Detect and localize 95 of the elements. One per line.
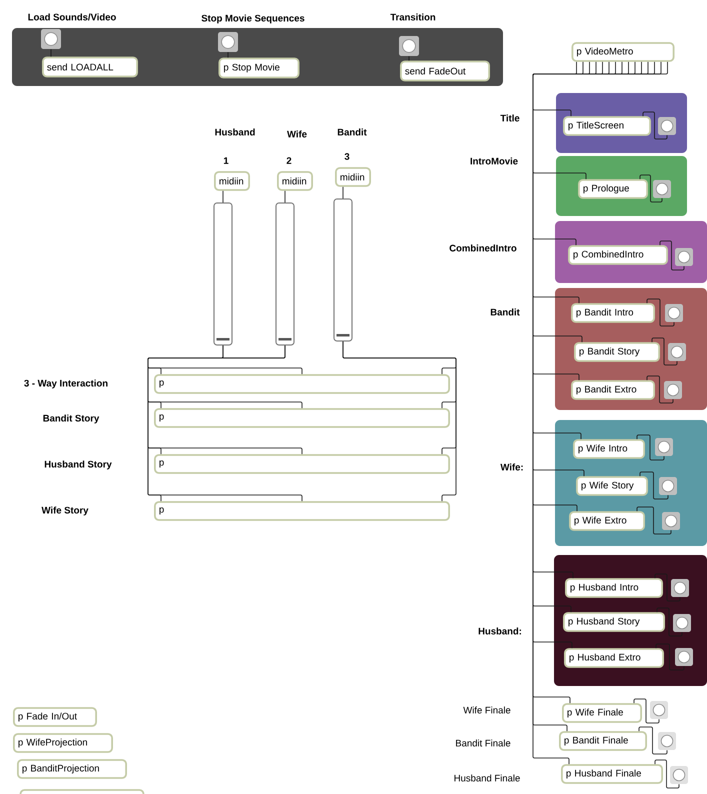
section-label: Bandit [490, 308, 520, 316]
object-box: p Husband Story [563, 612, 665, 632]
patch-cord [222, 190, 224, 203]
section-label: Husband [215, 128, 255, 136]
patch-cord [532, 62, 577, 116]
object-box: p CombinedIntro [568, 245, 668, 265]
section-label: Load Sounds/Video [28, 13, 116, 21]
object-box: midiin [277, 171, 313, 191]
patch-cord [654, 574, 680, 602]
object-box: midiin [335, 167, 371, 187]
patch-cord [656, 644, 684, 670]
bang-button [664, 381, 682, 399]
slider [276, 202, 294, 346]
bang-button [665, 304, 683, 322]
section-label: Stop Movie Sequences [202, 14, 304, 24]
bang-button [675, 648, 693, 666]
object-box: p Bandit Extro [571, 380, 655, 400]
patch-cord [408, 56, 410, 61]
patch-cord [148, 345, 302, 502]
object-box: p Bandit Finale [559, 731, 647, 751]
patch-cord [532, 62, 596, 304]
object-box: p Husband Extro [564, 648, 664, 668]
bang-button [658, 117, 676, 135]
object-box: p Bandit Intro [571, 303, 655, 323]
patch-cord [532, 62, 603, 342]
object-box: p Wife Extro [569, 511, 645, 531]
object-box: p [154, 408, 450, 428]
object-box: p Husband Intro [565, 578, 663, 598]
slider [214, 202, 232, 346]
number-label: 3 [344, 153, 350, 160]
object-box: p [154, 374, 450, 394]
section-label: 3 - Way Interaction [24, 380, 108, 388]
bang-button [655, 438, 673, 456]
section-label: Transition [390, 14, 436, 20]
bang-button [218, 32, 238, 52]
object-box: p Stop Movie [218, 58, 300, 78]
section-label: Husband Story [44, 460, 112, 470]
bang-button [653, 180, 671, 198]
patch-cord [50, 48, 52, 57]
comment-label: Wife Finale [463, 706, 510, 714]
bang-button [673, 614, 691, 632]
comment-label: Bandit Finale [456, 740, 510, 746]
number-label: 2 [286, 157, 292, 164]
object-box: p Wife Intro [573, 439, 645, 459]
object-box: p [154, 454, 450, 474]
object-box: p Fade In/Out [13, 707, 97, 727]
number-label: 1 [224, 157, 228, 164]
bang-button [659, 477, 677, 495]
object-box: p Wife Finale [562, 703, 642, 723]
bang-button [41, 29, 61, 49]
object-box: p Husband Finale [561, 764, 663, 784]
section-label: CombinedIntro [450, 244, 516, 252]
comment-label: Husband Finale [454, 774, 520, 782]
patch-cord [634, 698, 660, 724]
slider [334, 198, 352, 342]
object-box: p Wife Story [576, 476, 648, 496]
object-box: send LOADALL [42, 56, 138, 78]
bang-button [668, 343, 686, 361]
object-box: p BanditProjection [17, 759, 127, 779]
section-label: IntroMovie [470, 158, 518, 164]
object-box: p Prologue [578, 179, 648, 199]
bang-button [399, 36, 419, 56]
patch-cord [636, 434, 664, 460]
object-box: midiin [214, 171, 250, 191]
object-box: p [154, 501, 450, 521]
bang-button [650, 701, 668, 719]
object-box: p WifeProjection [13, 733, 113, 753]
patch-cord [640, 472, 668, 500]
bang-button [675, 248, 693, 266]
section-label: Title [500, 114, 520, 122]
patch-cord [656, 608, 682, 636]
bang-button [671, 579, 689, 597]
patch-cord [342, 186, 344, 199]
patch-cord [532, 62, 610, 380]
patch-cord [646, 298, 674, 326]
section-label: Wife Story [42, 506, 88, 516]
section-label: Bandit [338, 128, 367, 136]
section-label: Wife: [500, 464, 523, 470]
patch-cord [638, 726, 668, 754]
section-label: Husband: [478, 628, 521, 634]
section-label: Wife [287, 130, 307, 138]
bang-button [670, 766, 688, 784]
object-box: p TitleScreen [563, 116, 651, 136]
patch-cord [532, 62, 590, 246]
object-box: p Bandit Story [574, 342, 660, 362]
patch-cord [532, 62, 586, 180]
object-box: p VideoMetro [572, 42, 674, 62]
object-box: send FadeOut [400, 60, 490, 82]
bang-button [662, 512, 680, 530]
patch-cord [342, 341, 456, 502]
section-label: Bandit Story [43, 414, 100, 424]
patch-cord [532, 62, 616, 440]
patch-cord [284, 190, 286, 203]
object-box [20, 789, 144, 794]
bang-button [658, 732, 676, 750]
